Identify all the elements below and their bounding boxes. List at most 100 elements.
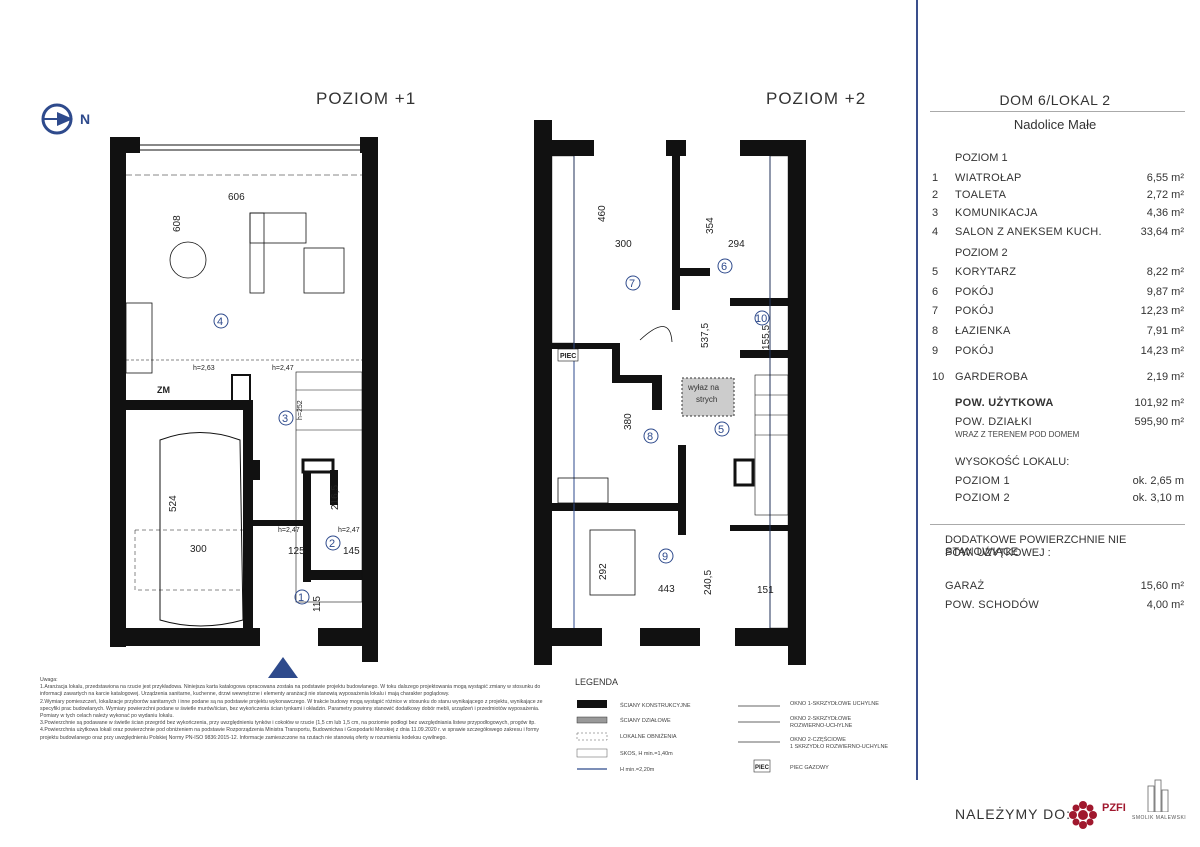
room-number: 5 [932, 266, 939, 278]
legend-slope-swatch [576, 748, 608, 758]
plot-area-value: 595,90 m² [1134, 416, 1184, 428]
garage-value: 15,60 m² [1140, 580, 1184, 592]
legend-partition-wall-swatch [576, 716, 608, 724]
room-number: 10 [932, 371, 945, 383]
usable-area-value: 101,92 m² [1134, 397, 1184, 409]
dim-125: 125 [288, 546, 305, 557]
dim-294: 294 [728, 239, 745, 250]
legend-window-3b: 1 SKRZYDŁO ROZWIERNO-UCHYLNE [790, 744, 888, 750]
room-area: 8,22 m² [1146, 266, 1184, 278]
dim-h247b: h=2,47 [278, 527, 300, 534]
dim-240-5: 240,5 [703, 570, 714, 595]
dim-300-l2: 300 [615, 239, 632, 250]
legend-partition-walls: ŚCIANY DZIAŁOWE [620, 716, 671, 724]
legend: LEGENDA PIEC [575, 677, 780, 773]
legend-slope: SKOS, H min.=1,40m [620, 751, 673, 757]
garage-label: GARAŻ [945, 580, 985, 592]
info-title: DOM 6/LOKAL 2 [999, 92, 1111, 108]
north-label: N [80, 111, 90, 127]
extra-heading-1: DODATKOWE POWIERZCHNIE NIE STANOWIĄCE [945, 534, 1127, 558]
room-marker-5: 5 [718, 424, 724, 436]
stairs-label: POW. SCHODÓW [945, 599, 1040, 611]
dim-h247a: h=2,47 [272, 365, 294, 372]
attic-hatch-label-1: wyłaz na [687, 383, 720, 392]
height-level1-value: ok. 2,65 m [1132, 475, 1184, 487]
pzfi-logo-icon [1069, 801, 1097, 829]
legend-local-lowering-swatch [576, 732, 608, 741]
floor-plans: N 606 608 [41, 103, 888, 773]
room-number: 6 [932, 286, 939, 298]
room-name: POKÓJ [955, 305, 994, 317]
belong-label: NALEŻYMY DO: [955, 806, 1071, 822]
dim-145: 145 [343, 546, 360, 557]
height-level1-label: POZIOM 1 [955, 475, 1010, 487]
level1-title: POZIOM +1 [316, 89, 417, 108]
dim-151: 151 [757, 585, 774, 596]
room-name: KOMUNIKACJA [955, 207, 1038, 219]
room-area: 33,64 m² [1140, 226, 1184, 238]
legend-structural-walls: ŚCIANY KONSTRUKCYJNE [620, 701, 691, 709]
room-name: POKÓJ [955, 345, 994, 357]
dim-606: 606 [228, 192, 245, 203]
legend-window-3a: OKNO 2-CZĘŚCIOWE [790, 735, 846, 743]
room-area: 7,91 m² [1146, 325, 1184, 337]
dim-354: 354 [705, 217, 716, 234]
room-name: POKÓJ [955, 286, 994, 298]
vertical-divider [916, 0, 918, 780]
usable-area-label: POW. UŻYTKOWA [955, 397, 1054, 409]
legend-window-1: OKNO 1-SKRZYDŁOWE UCHYLNE [790, 701, 879, 707]
dim-608: 608 [172, 215, 183, 232]
info-subtitle: Nadolice Małe [1013, 117, 1097, 132]
note-3: 3.Powierzchnie są podawane w świetle ści… [40, 720, 536, 727]
room-number: 2 [932, 189, 939, 201]
room-marker-7: 7 [629, 278, 635, 290]
room-number: 7 [932, 305, 939, 317]
legend-piec-box-label: PIEC [755, 765, 770, 771]
note-1: 1.Aranżacja lokalu, przedstawiona na rzu… [40, 684, 541, 698]
room-area: 14,23 m² [1140, 345, 1184, 357]
dim-380: 380 [623, 413, 634, 430]
room-area: 2,19 m² [1146, 371, 1184, 383]
legend-window-2b: ROZWIERNO-UCHYLNE [790, 723, 853, 729]
brand-smolik: SMOLIK MALEWSKI [1132, 815, 1187, 821]
room-area: 6,55 m² [1146, 172, 1184, 184]
legend-window-2a: OKNO 2-SKRZYDŁOWE [790, 716, 851, 722]
dim-216-5: 216,5 [330, 485, 341, 510]
dim-292: 292 [598, 563, 609, 580]
dim-443: 443 [658, 584, 675, 595]
room-number: 1 [932, 172, 939, 184]
note-4: 4.Powierzchnia użytkowa lokali oraz powi… [40, 727, 540, 741]
piec-label: PIEC [560, 353, 576, 360]
brand-pzfi: PZFI [1102, 802, 1126, 814]
room-marker-6: 6 [721, 261, 727, 273]
dim-115: 115 [312, 596, 323, 612]
room-marker-2: 2 [329, 538, 335, 550]
dim-155-5: 155,5 [761, 325, 772, 350]
room-name: SALON Z ANEKSEM KUCH. [955, 226, 1102, 238]
room-marker-4: 4 [217, 316, 223, 328]
room-marker-10: 10 [755, 313, 767, 325]
dim-524: 524 [168, 495, 179, 512]
room-marker-1: 1 [298, 592, 304, 604]
height-level2-value: ok. 3,10 m [1132, 492, 1184, 504]
level1-plan [110, 137, 378, 662]
stairs-value: 4,00 m² [1146, 599, 1184, 611]
dim-300: 300 [190, 544, 207, 555]
notes: Uwaga: 1.Aranżacja lokalu, przedstawiona… [40, 677, 545, 742]
entrance-marker-icon [268, 657, 298, 678]
attic-hatch-label-2: strych [696, 395, 717, 404]
level2-plan [534, 120, 806, 665]
legend-structural-wall-swatch [577, 700, 607, 708]
room-number: 8 [932, 325, 939, 337]
room-name: KORYTARZ [955, 266, 1017, 278]
north-compass-icon [41, 103, 73, 135]
room-name: WIATROŁAP [955, 172, 1022, 184]
room-name: ŁAZIENKA [955, 325, 1011, 337]
room-area: 2,72 m² [1146, 189, 1184, 201]
extra-heading-2: POW. UŻYTKOWEJ : [945, 547, 1051, 559]
plot-area-sub: WRAZ Z TERENEM POD DOMEM [955, 430, 1080, 439]
room-number: 9 [932, 345, 939, 357]
room-name: TOALETA [955, 189, 1007, 201]
room-name: GARDEROBA [955, 371, 1028, 383]
dim-537-5: 537,5 [700, 323, 711, 348]
